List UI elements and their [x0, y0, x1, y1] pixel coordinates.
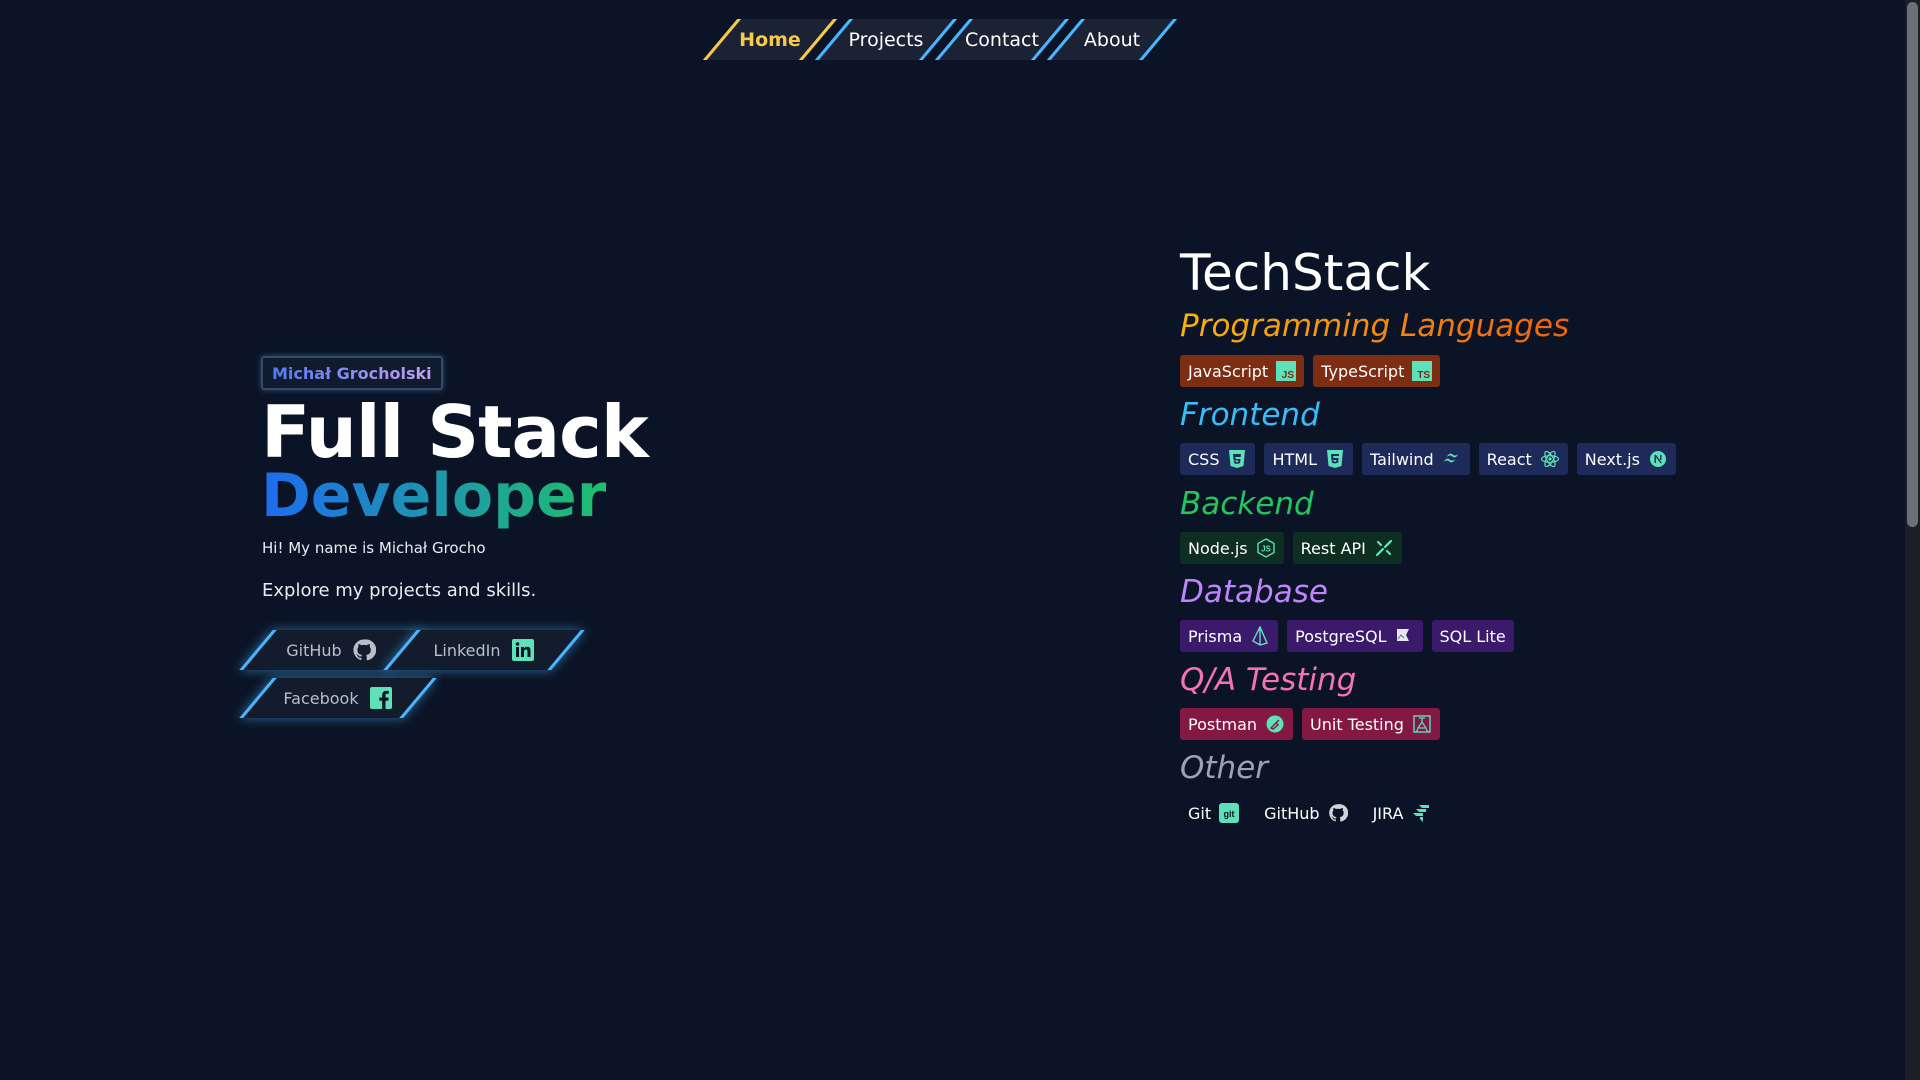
github-button-label: GitHub — [286, 640, 342, 660]
hero-explore-text: Explore my projects and skills. — [262, 580, 537, 601]
jira-icon — [1411, 803, 1431, 823]
tag-css: CSS — [1180, 443, 1256, 475]
tag-tailwind-label: Tailwind — [1370, 449, 1434, 469]
facebook-icon — [369, 687, 392, 709]
nav-contact-label: Contact — [965, 28, 1039, 51]
tag-github-label: GitHub — [1264, 803, 1320, 823]
react-icon — [1540, 449, 1560, 469]
category-qa-testing-heading: Q/A Testing — [1180, 662, 1357, 698]
category-other-heading: Other — [1180, 750, 1269, 786]
svg-text:git: git — [1224, 809, 1235, 819]
svg-text:JS: JS — [1261, 545, 1271, 554]
hero-intro-text: Hi! My name is Michał Grocho — [262, 539, 486, 557]
unit-testing-icon — [1412, 714, 1432, 734]
tag-postgresql: PostgreSQL — [1287, 620, 1423, 652]
tag-sql-lite: SQL Lite — [1431, 620, 1514, 652]
facebook-button[interactable]: Facebook — [239, 678, 437, 718]
tag-postman-label: Postman — [1188, 714, 1258, 734]
tag-sql-lite-label: SQL Lite — [1439, 626, 1506, 646]
tag-rest-api-label: Rest API — [1300, 538, 1366, 558]
svg-text:TS: TS — [1418, 370, 1431, 381]
tag-jira-label: JIRA — [1372, 803, 1404, 823]
ts-icon: TS — [1412, 361, 1433, 381]
js-icon: JS — [1276, 361, 1297, 381]
linkedin-icon — [511, 639, 534, 661]
nav-about-label: About — [1083, 28, 1141, 51]
hero-subtitle: Developer — [261, 456, 606, 536]
linkedin-button-label: LinkedIn — [433, 640, 501, 660]
tag-github: GitHub — [1256, 797, 1355, 829]
nav-home-link[interactable]: Home — [702, 19, 838, 60]
programming-languages-tags: JavaScript JS TypeScript TS — [1180, 355, 1441, 387]
hero-title: Full Stack — [261, 390, 649, 474]
nav-home-label: Home — [739, 28, 801, 51]
name-badge: Michał Grocholski — [261, 356, 443, 390]
github-icon — [353, 639, 376, 661]
tag-tailwind: Tailwind — [1362, 443, 1470, 475]
scrollbar-thumb[interactable] — [1907, 2, 1918, 527]
category-frontend-heading: Frontend — [1180, 397, 1320, 433]
broken-image-icon — [1395, 626, 1415, 646]
tag-javascript: JavaScript JS — [1180, 355, 1305, 387]
tag-react-label: React — [1486, 449, 1532, 469]
github-icon — [1328, 803, 1348, 823]
tag-css-label: CSS — [1188, 449, 1220, 469]
frontend-tags: CSS HTML Tailwind React Next.js — [1180, 443, 1676, 475]
tag-unit-testing-label: Unit Testing — [1310, 714, 1404, 734]
category-database-heading: Database — [1180, 574, 1328, 610]
backend-tags: Node.js JS Rest API — [1180, 532, 1402, 564]
tag-prisma-label: Prisma — [1188, 626, 1243, 646]
prisma-icon — [1250, 626, 1270, 646]
api-icon — [1374, 538, 1394, 558]
tag-git: Git git — [1180, 797, 1247, 829]
qa-testing-tags: Postman Unit Testing — [1180, 708, 1440, 740]
tag-rest-api: Rest API — [1292, 532, 1402, 564]
nextjs-icon — [1648, 449, 1668, 469]
css-icon — [1227, 449, 1247, 469]
linkedin-button[interactable]: LinkedIn — [383, 630, 585, 670]
postman-icon — [1265, 714, 1285, 734]
facebook-button-label: Facebook — [283, 688, 359, 708]
tag-nextjs: Next.js — [1576, 443, 1676, 475]
html-icon — [1325, 449, 1345, 469]
nav-projects-label: Projects — [848, 28, 924, 51]
tag-typescript: TypeScript TS — [1313, 355, 1441, 387]
tag-nodejs: Node.js JS — [1180, 532, 1284, 564]
category-backend-heading: Backend — [1180, 486, 1314, 522]
git-icon: git — [1219, 803, 1240, 823]
github-button[interactable]: GitHub — [239, 630, 423, 670]
category-programming-languages-heading: Programming Languages — [1180, 308, 1570, 344]
nav-about-link[interactable]: About — [1046, 19, 1178, 60]
techstack-title: TechStack — [1180, 244, 1431, 302]
tailwind-icon — [1442, 449, 1462, 469]
page-scrollbar[interactable] — [1905, 0, 1920, 1080]
tag-javascript-label: JavaScript — [1188, 361, 1269, 381]
name-badge-text: Michał Grocholski — [272, 363, 432, 383]
tag-html: HTML — [1264, 443, 1354, 475]
tag-git-label: Git — [1188, 803, 1212, 823]
database-tags: Prisma PostgreSQL SQL Lite — [1180, 620, 1514, 652]
tag-jira: JIRA — [1365, 797, 1440, 829]
nav-projects-link[interactable]: Projects — [814, 19, 958, 60]
tag-unit-testing: Unit Testing — [1302, 708, 1440, 740]
main-nav: Home Projects Contact About — [702, 19, 1182, 60]
nav-contact-link[interactable]: Contact — [934, 19, 1070, 60]
tag-html-label: HTML — [1272, 449, 1318, 469]
svg-text:JS: JS — [1282, 370, 1295, 381]
tag-postman: Postman — [1180, 708, 1294, 740]
tag-nextjs-label: Next.js — [1584, 449, 1640, 469]
tag-prisma: Prisma — [1180, 620, 1279, 652]
tag-typescript-label: TypeScript — [1321, 361, 1405, 381]
tag-react: React — [1478, 443, 1568, 475]
nodejs-icon: JS — [1256, 538, 1276, 558]
tag-nodejs-label: Node.js — [1188, 538, 1248, 558]
tag-postgresql-label: PostgreSQL — [1295, 626, 1387, 646]
other-tags: Git git GitHub JIRA — [1180, 797, 1439, 829]
